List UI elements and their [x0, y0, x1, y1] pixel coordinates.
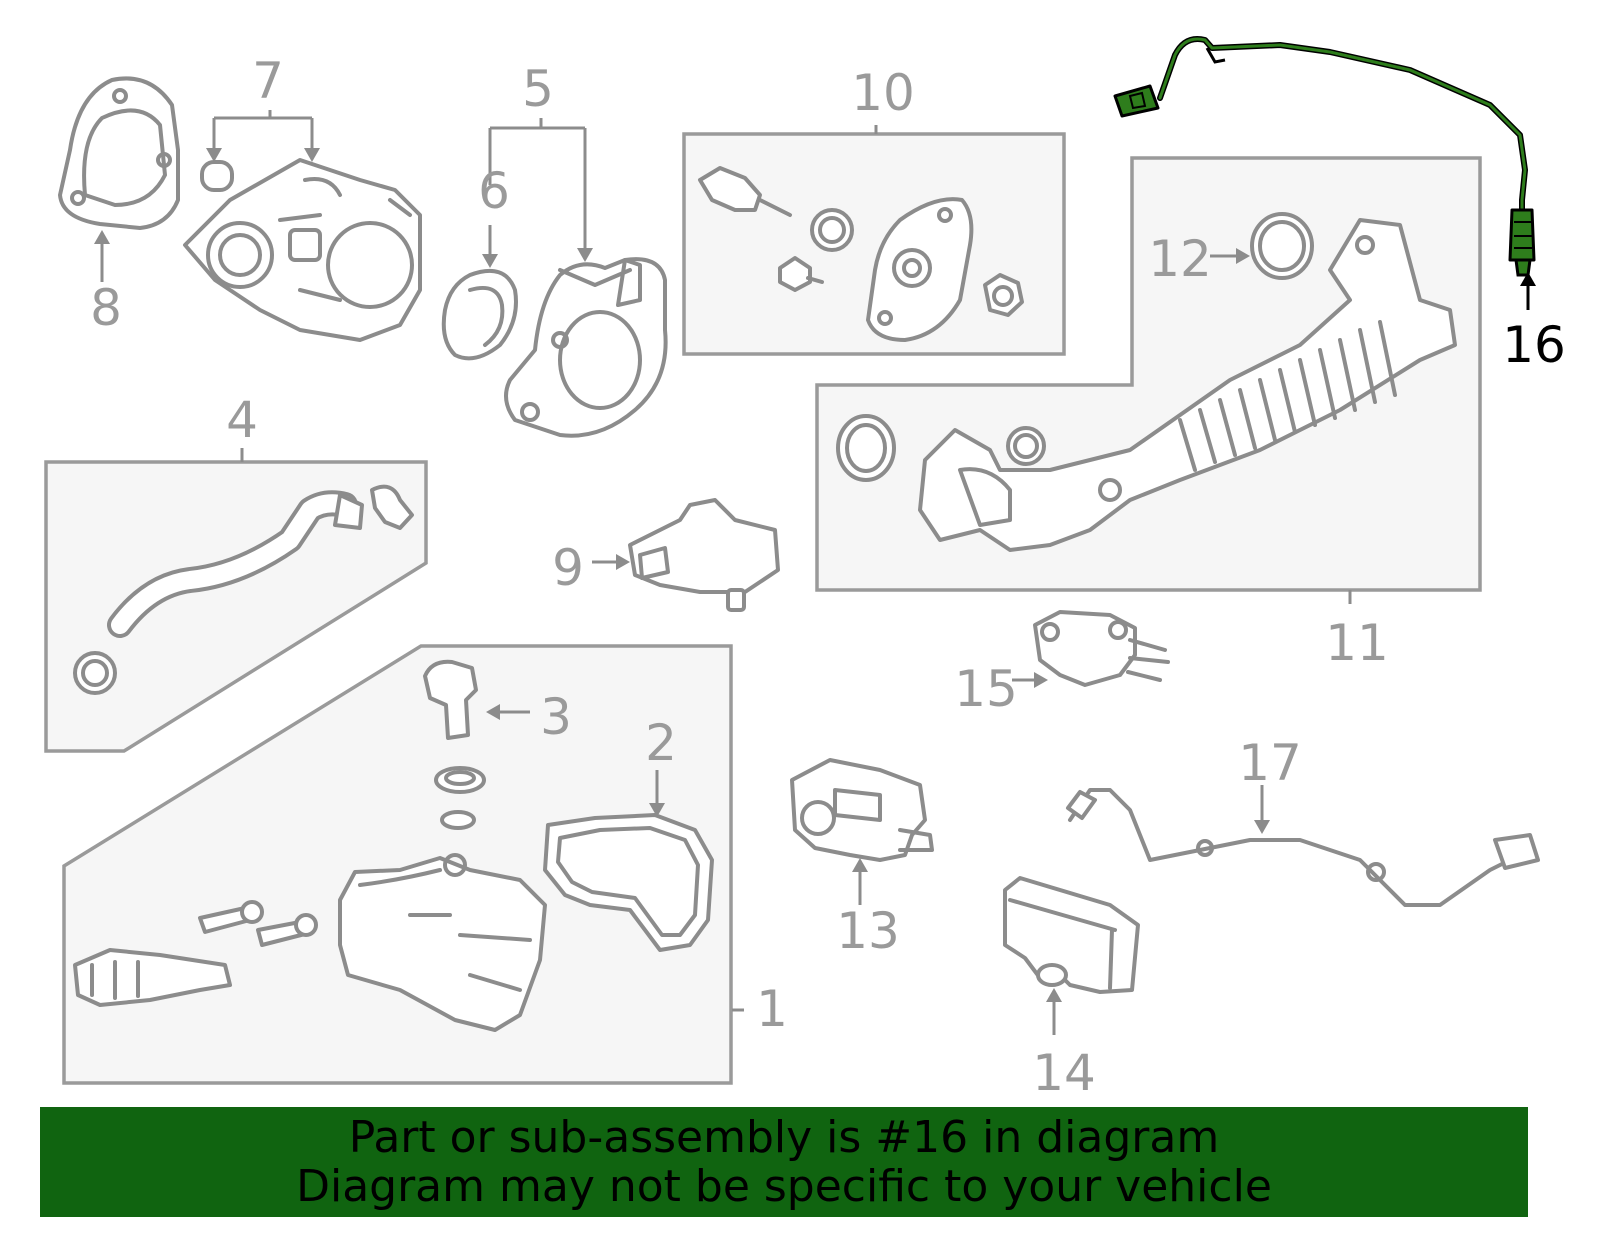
- callout-10: 10: [851, 64, 915, 122]
- callout-labels: 7 8 5 6 10 12 16 4 9 11 15 3 2 17 13 1 1…: [90, 52, 1566, 1102]
- part-8-gasket[interactable]: [58, 76, 180, 230]
- callout-9: 9: [552, 539, 584, 597]
- callout-7: 7: [252, 52, 284, 110]
- part-6-seal[interactable]: [441, 269, 518, 361]
- leader-lines: [94, 110, 1536, 1035]
- callout-6: 6: [478, 162, 510, 220]
- callout-2: 2: [645, 714, 677, 772]
- part-13-actuator[interactable]: [790, 758, 934, 862]
- part-5-housing[interactable]: [504, 257, 668, 438]
- part-16-oxygen-sensor[interactable]: [1113, 36, 1536, 277]
- part-17-oxygen-sensor[interactable]: [1066, 788, 1540, 907]
- part-7-throttle-body[interactable]: [183, 158, 422, 342]
- group-box-10: [682, 132, 1066, 356]
- part-4-hose[interactable]: [73, 484, 414, 695]
- part-1-assembly[interactable]: [73, 853, 547, 1032]
- group-box-4: [44, 460, 428, 753]
- part-15-valve[interactable]: [1033, 610, 1170, 687]
- banner-line-1: Part or sub-assembly is #16 in diagram: [348, 1112, 1220, 1163]
- part-12-ring[interactable]: [1250, 212, 1314, 280]
- banner-line-2: Diagram may not be specific to your vehi…: [296, 1161, 1272, 1212]
- part-10-sensor-kit[interactable]: [698, 166, 1024, 342]
- callout-17: 17: [1238, 734, 1302, 792]
- callout-3: 3: [540, 688, 572, 746]
- callout-14: 14: [1032, 1044, 1096, 1102]
- callout-13: 13: [836, 902, 900, 960]
- callout-11: 11: [1325, 614, 1389, 672]
- callout-12: 12: [1148, 230, 1212, 288]
- callout-5: 5: [522, 60, 554, 118]
- callout-15: 15: [954, 660, 1018, 718]
- info-banner: Part or sub-assembly is #16 in diagram D…: [40, 1107, 1528, 1217]
- callout-8: 8: [90, 279, 122, 337]
- part-2-gasket[interactable]: [543, 813, 714, 952]
- group-box-1: [62, 644, 733, 1085]
- part-9-sensor[interactable]: [628, 498, 780, 612]
- callout-4: 4: [226, 391, 258, 449]
- part-14-module[interactable]: [1003, 876, 1140, 994]
- callout-16: 16: [1502, 316, 1566, 374]
- part-3-elbow[interactable]: [423, 659, 486, 830]
- callout-1: 1: [756, 980, 788, 1038]
- part-11-manifold[interactable]: [836, 218, 1457, 552]
